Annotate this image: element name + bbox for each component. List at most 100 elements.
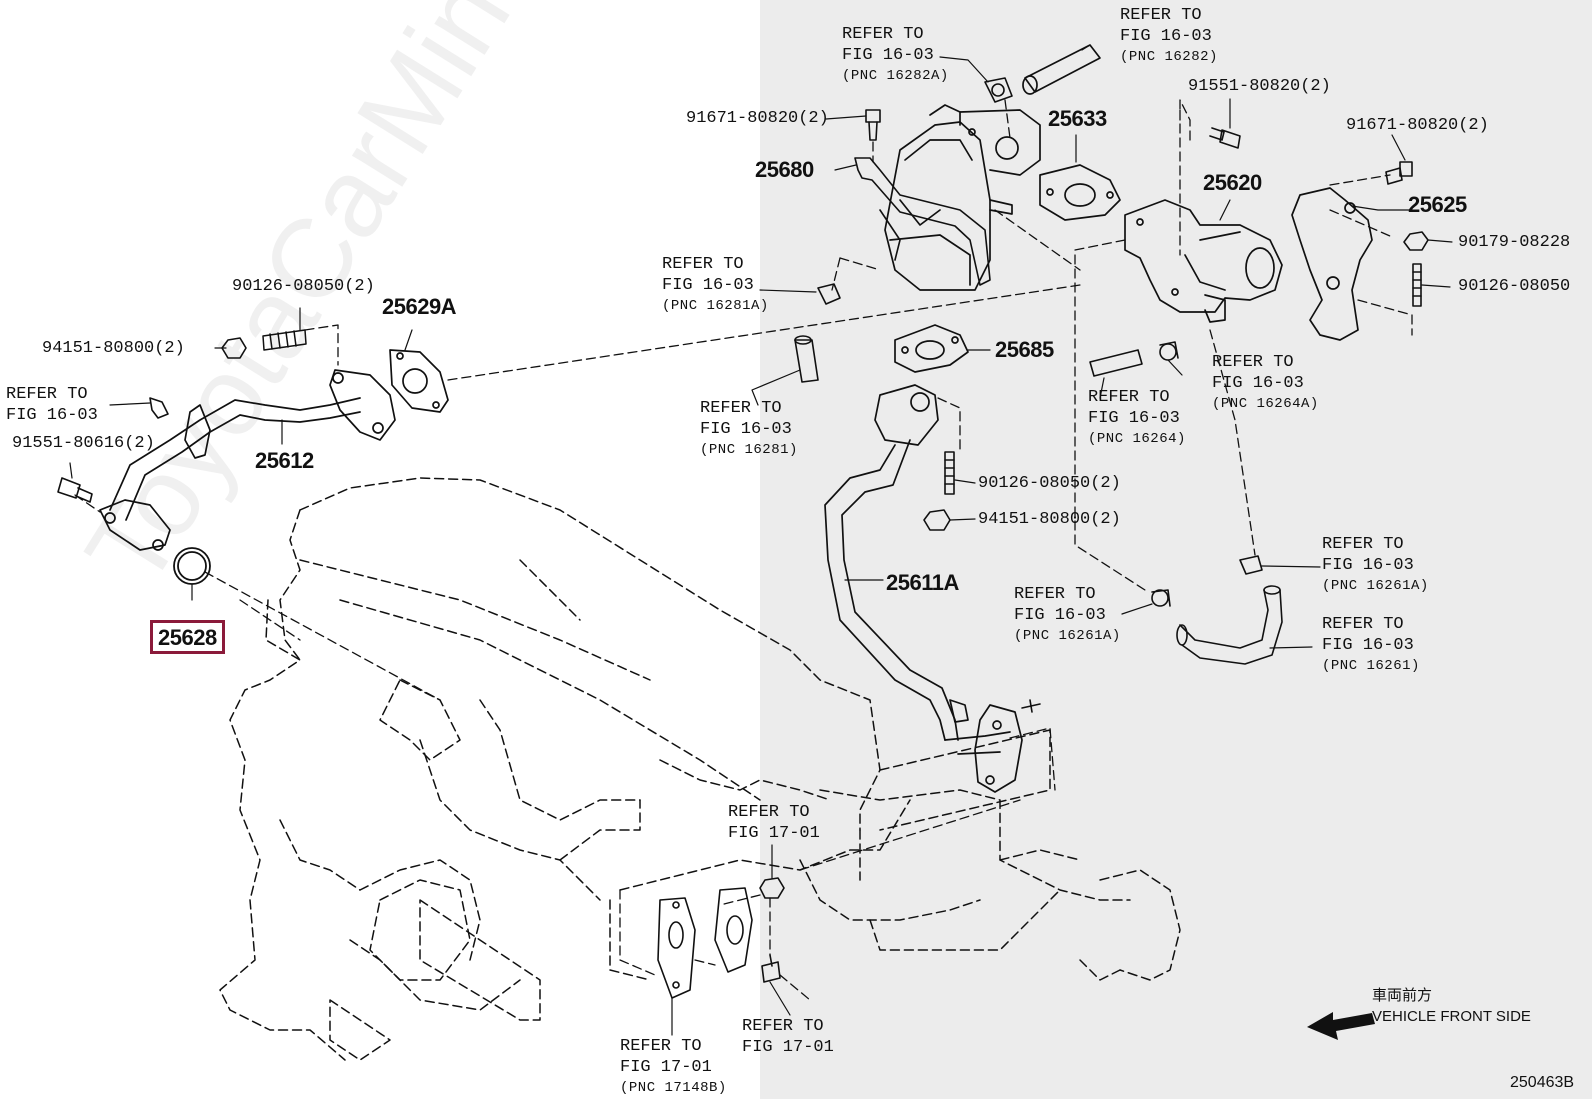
- clip-16261A-top: [1239, 555, 1263, 575]
- ref-line3: (PNC 17148B): [620, 1080, 727, 1096]
- pipe-25612: [99, 369, 396, 551]
- fastener-label-90126-08050-left[interactable]: 90126-08050(2): [232, 277, 375, 296]
- direction-label-jp: 車両前方: [1372, 987, 1433, 1004]
- egr-cooler-25680: [884, 104, 1041, 291]
- stud-90126-center: [944, 451, 955, 495]
- gasket-25633: [1039, 164, 1121, 221]
- nut-17-01-top: [759, 877, 785, 899]
- ref-line3: (PNC 16264A): [1212, 396, 1319, 412]
- fastener-label-91671-80820-top[interactable]: 91671-80820(2): [686, 109, 829, 128]
- pipe-25611A: [824, 384, 1023, 793]
- ref-callout-16281[interactable]: REFER TO FIG 16-03 (PNC 16281): [700, 398, 798, 460]
- ref-callout-17-01-top[interactable]: REFER TO FIG 17-01: [728, 802, 820, 844]
- ref-line3: (PNC 16281A): [662, 298, 769, 314]
- part-label-25620[interactable]: 25620: [1203, 170, 1262, 195]
- part-label-25629A[interactable]: 25629A: [382, 294, 457, 319]
- ref-line1: REFER TO: [728, 803, 810, 822]
- fastener-label-91551-80616[interactable]: 91551-80616(2): [12, 434, 155, 453]
- ref-line1: REFER TO: [662, 255, 744, 274]
- ref-line1: REFER TO: [1322, 535, 1404, 554]
- ref-line1: REFER TO: [1088, 388, 1170, 407]
- bolt-91671-right: [1385, 161, 1413, 185]
- ref-line3: (PNC 16261): [1322, 658, 1420, 674]
- fastener-label-90126-08050-center[interactable]: 90126-08050(2): [978, 474, 1121, 493]
- ref-line2: FIG 17-01: [728, 824, 820, 843]
- part-label-25612[interactable]: 25612: [255, 448, 314, 473]
- ref-line2: FIG 16-03: [1088, 409, 1180, 428]
- ref-callout-16282A[interactable]: REFER TO FIG 16-03 (PNC 16282A): [842, 24, 949, 86]
- ref-line2: FIG 16-03: [1014, 606, 1106, 625]
- part-label-25611A[interactable]: 25611A: [886, 570, 959, 595]
- fastener-label-90126-08050-right[interactable]: 90126-08050: [1458, 277, 1571, 296]
- ref-line1: REFER TO: [1322, 615, 1404, 634]
- ref-line2: FIG 16-03: [1322, 556, 1414, 575]
- bolt-17-01-bottom: [761, 954, 781, 983]
- bracket-25625: [1291, 187, 1373, 341]
- ref-callout-16264A[interactable]: REFER TO FIG 16-03 (PNC 16264A): [1212, 352, 1319, 414]
- ref-callout-16261[interactable]: REFER TO FIG 16-03 (PNC 16261): [1322, 614, 1420, 676]
- ref-callout-17-01-bottom[interactable]: REFER TO FIG 17-01: [742, 1016, 834, 1058]
- ref-line3: (PNC 16261A): [1322, 578, 1429, 594]
- ref-line2: FIG 17-01: [620, 1058, 712, 1077]
- engine-block-outline: [219, 477, 1181, 1061]
- part-label-25685[interactable]: 25685: [995, 337, 1054, 362]
- assembly-lines-left: [74, 284, 1081, 701]
- ref-line1: REFER TO: [700, 399, 782, 418]
- ref-callout-16261A-right[interactable]: REFER TO FIG 16-03 (PNC 16261A): [1322, 534, 1429, 596]
- bolt-91671-top: [865, 109, 881, 141]
- ref-line1: REFER TO: [842, 25, 924, 44]
- direction-label-en: VEHICLE FRONT SIDE: [1372, 1008, 1531, 1025]
- hose-16261: [1176, 585, 1283, 665]
- ref-callout-16264[interactable]: REFER TO FIG 16-03 (PNC 16264): [1088, 387, 1186, 449]
- ring-25628: [173, 547, 211, 585]
- hose-16282: [1022, 44, 1101, 95]
- fastener-label-90179-08228[interactable]: 90179-08228: [1458, 233, 1571, 252]
- fastener-label-94151-80800-left[interactable]: 94151-80800(2): [42, 339, 185, 358]
- part-label-25625[interactable]: 25625: [1408, 192, 1467, 217]
- assembly-lines-right: [619, 99, 1413, 1001]
- bracket-25680: [854, 157, 991, 286]
- ref-line1: REFER TO: [1120, 6, 1202, 25]
- ref-line1: REFER TO: [620, 1037, 702, 1056]
- ref-line2: FIG 16-03: [700, 420, 792, 439]
- gasket-lower-left: [657, 897, 696, 999]
- ref-callout-16282[interactable]: REFER TO FIG 16-03 (PNC 16282): [1120, 5, 1218, 67]
- ref-line3: (PNC 16281): [700, 442, 798, 458]
- part-label-25680[interactable]: 25680: [755, 157, 814, 182]
- ref-line3: (PNC 16261A): [1014, 628, 1121, 644]
- nut-94151-center: [923, 509, 951, 531]
- ref-line3: (PNC 16264): [1088, 431, 1186, 447]
- clamp-16282A: [984, 77, 1013, 103]
- bolt-91551-left: [57, 477, 93, 503]
- ref-callout-16261A-left[interactable]: REFER TO FIG 16-03 (PNC 16261A): [1014, 584, 1121, 646]
- ref-line2: FIG 16-03: [1322, 636, 1414, 655]
- ref-line2: FIG 16-03: [1212, 374, 1304, 393]
- ref-line1: REFER TO: [1014, 585, 1096, 604]
- ref-callout-left[interactable]: REFER TO FIG 16-03: [6, 384, 98, 426]
- part-label-25628-highlighted[interactable]: 25628: [150, 620, 225, 654]
- leader-lines: [69, 44, 1453, 1036]
- hose-16281: [794, 335, 819, 383]
- fastener-label-91551-80820[interactable]: 91551-80820(2): [1188, 77, 1331, 96]
- bolt-91551-right: [1209, 127, 1241, 149]
- clip-left: [149, 397, 169, 419]
- gasket-lower-right: [714, 887, 753, 973]
- clamp-16261A-left: [1151, 589, 1171, 607]
- ref-callout-17148B[interactable]: REFER TO FIG 17-01 (PNC 17148B): [620, 1036, 727, 1098]
- fastener-label-94151-80800-center[interactable]: 94151-80800(2): [978, 510, 1121, 529]
- ref-line3: (PNC 16282): [1120, 49, 1218, 65]
- ref-line3: (PNC 16282A): [842, 68, 949, 84]
- diagram-code: 250463B: [1510, 1074, 1575, 1091]
- clamp-16264A: [1159, 341, 1179, 361]
- gasket-25629A: [389, 349, 449, 413]
- ref-line2: FIG 16-03: [842, 46, 934, 65]
- ref-callout-16281A[interactable]: REFER TO FIG 16-03 (PNC 16281A): [662, 254, 769, 316]
- part-label-25633[interactable]: 25633: [1048, 106, 1107, 131]
- clip-16281A: [817, 283, 841, 305]
- nut-90179: [1403, 231, 1429, 251]
- ref-line2: FIG 16-03: [6, 406, 98, 425]
- stud-90126-right: [1412, 263, 1422, 307]
- fastener-label-91671-80820-right[interactable]: 91671-80820(2): [1346, 116, 1489, 135]
